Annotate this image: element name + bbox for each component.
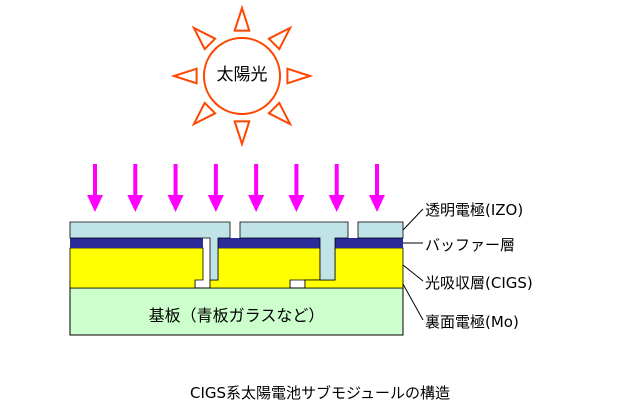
leader-line-mo [402, 283, 424, 321]
absorber-label: 光吸収層(CIGS) [425, 274, 533, 292]
back-contact-label: 裏面電極(Mo) [425, 313, 519, 331]
cigs-cell [69, 247, 204, 289]
buffer-segment [70, 238, 203, 248]
light-arrow [127, 164, 144, 212]
sun-ray [170, 67, 198, 85]
sun-rays [170, 4, 314, 148]
sun-ray [233, 4, 251, 32]
leader-lines [402, 208, 424, 321]
sun-icon [170, 4, 314, 148]
buffer-segment [335, 238, 403, 248]
light-arrow [167, 164, 184, 212]
absorber-layer [69, 247, 404, 289]
figure-caption: CIGS系太陽電池サブモジュールの構造 [190, 384, 450, 402]
izo-segment [239, 221, 349, 281]
tco-layer [69, 221, 404, 281]
izo-segment [357, 221, 404, 239]
sun-label: 太陽光 [216, 65, 268, 85]
sun-ray [233, 120, 251, 148]
light-arrow [207, 164, 224, 212]
leader-line-absorber [402, 264, 424, 282]
tco-label: 透明電極(IZO) [425, 201, 524, 219]
sun-ray [286, 67, 314, 85]
substrate-layer [69, 287, 404, 336]
light-arrow [87, 164, 103, 212]
buffer-label: バッファー層 [425, 236, 516, 254]
buffer-layer [70, 238, 403, 248]
light-arrow [328, 164, 345, 212]
light-arrow [288, 164, 305, 212]
sun-ray [191, 101, 217, 127]
sun-ray [191, 25, 217, 51]
sun-ray [267, 101, 293, 127]
izo-segment [69, 221, 231, 281]
light-arrow [248, 164, 265, 212]
sun-ray [267, 25, 293, 51]
leader-line-tco [402, 208, 424, 231]
sunlight-arrows [87, 164, 385, 212]
cigs-cell [209, 247, 321, 289]
buffer-segment [218, 238, 320, 248]
substrate-label: 基板（青板ガラスなど） [148, 306, 325, 325]
sun-body [203, 37, 281, 115]
light-arrow [369, 164, 385, 212]
